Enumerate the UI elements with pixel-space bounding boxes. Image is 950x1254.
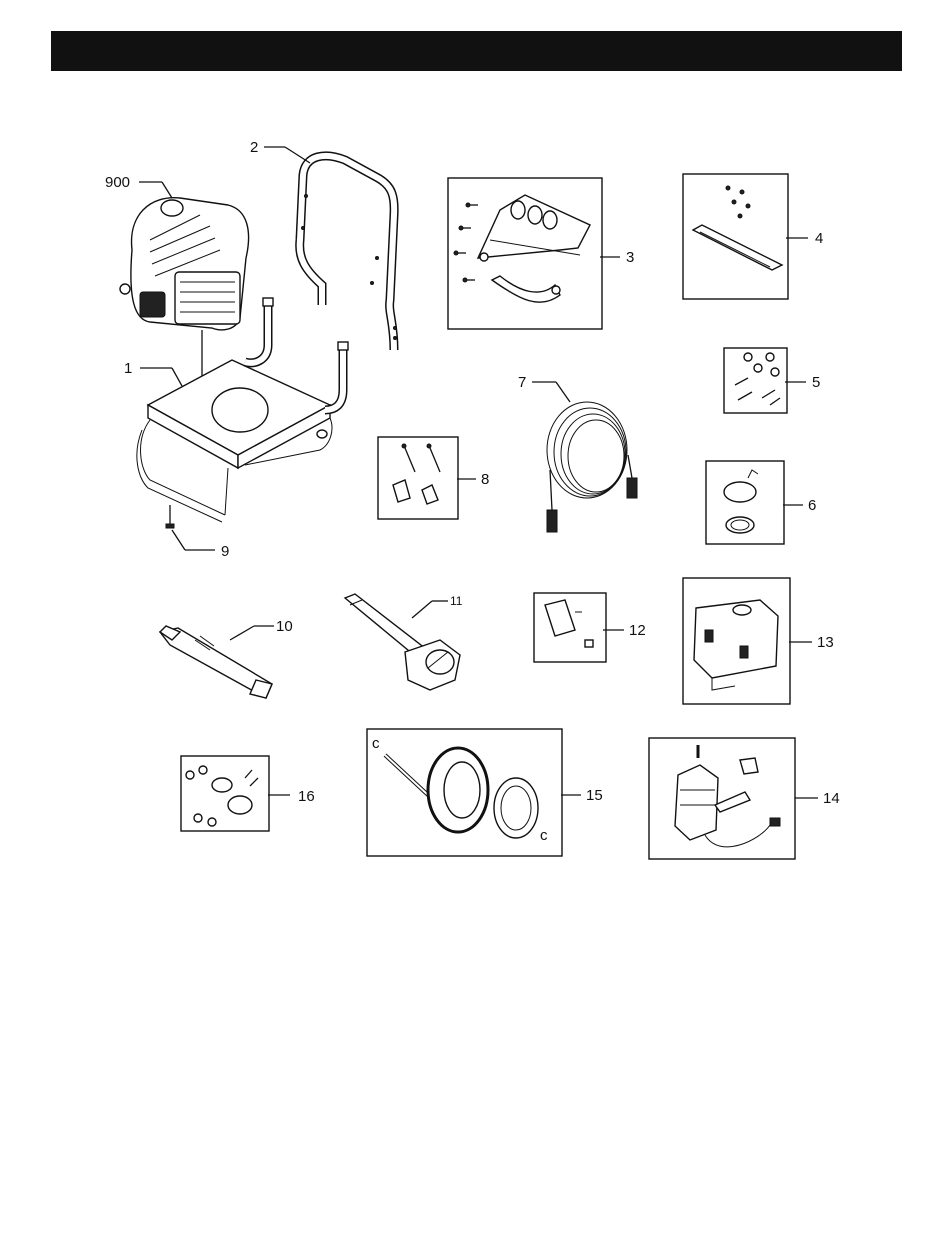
- callout-6: 6: [808, 497, 816, 514]
- part-clip-bracket: [534, 593, 606, 662]
- part-hardware-kit: [724, 348, 787, 413]
- part-handle: [300, 156, 397, 350]
- callout-2: 2: [250, 139, 258, 156]
- part-wheel-kit: c c: [367, 729, 562, 856]
- callout-9: 9: [221, 543, 229, 560]
- callout-14: 14: [823, 790, 840, 807]
- part-bolt: [166, 505, 174, 528]
- part-clip-kit: [683, 174, 788, 299]
- callout-13: 13: [817, 634, 834, 651]
- part-wand: [160, 626, 272, 698]
- part-tank: [683, 578, 790, 704]
- svg-text:c: c: [540, 827, 548, 844]
- callout-900: 900: [105, 174, 130, 191]
- part-cap-kit: [706, 461, 784, 544]
- callout-5: 5: [812, 374, 820, 391]
- callout-8: 8: [481, 471, 489, 488]
- svg-text:c: c: [372, 735, 380, 752]
- part-bracket-kit: [448, 178, 602, 329]
- part-pump-kit: [649, 738, 795, 859]
- part-frame: [137, 298, 348, 522]
- callout-10: 10: [276, 618, 293, 635]
- callout-3: 3: [626, 249, 634, 266]
- callout-1: 1: [124, 360, 132, 377]
- part-bearing-kit: [181, 756, 269, 831]
- callout-16: 16: [298, 788, 315, 805]
- callout-4: 4: [815, 230, 823, 247]
- callout-12: 12: [629, 622, 646, 639]
- callout-15: 15: [586, 787, 603, 804]
- part-spray-gun: [345, 594, 460, 690]
- part-bolt-kit: [378, 437, 458, 519]
- part-hose: [547, 402, 637, 532]
- callout-11: 11: [450, 594, 463, 608]
- callout-7: 7: [518, 374, 526, 391]
